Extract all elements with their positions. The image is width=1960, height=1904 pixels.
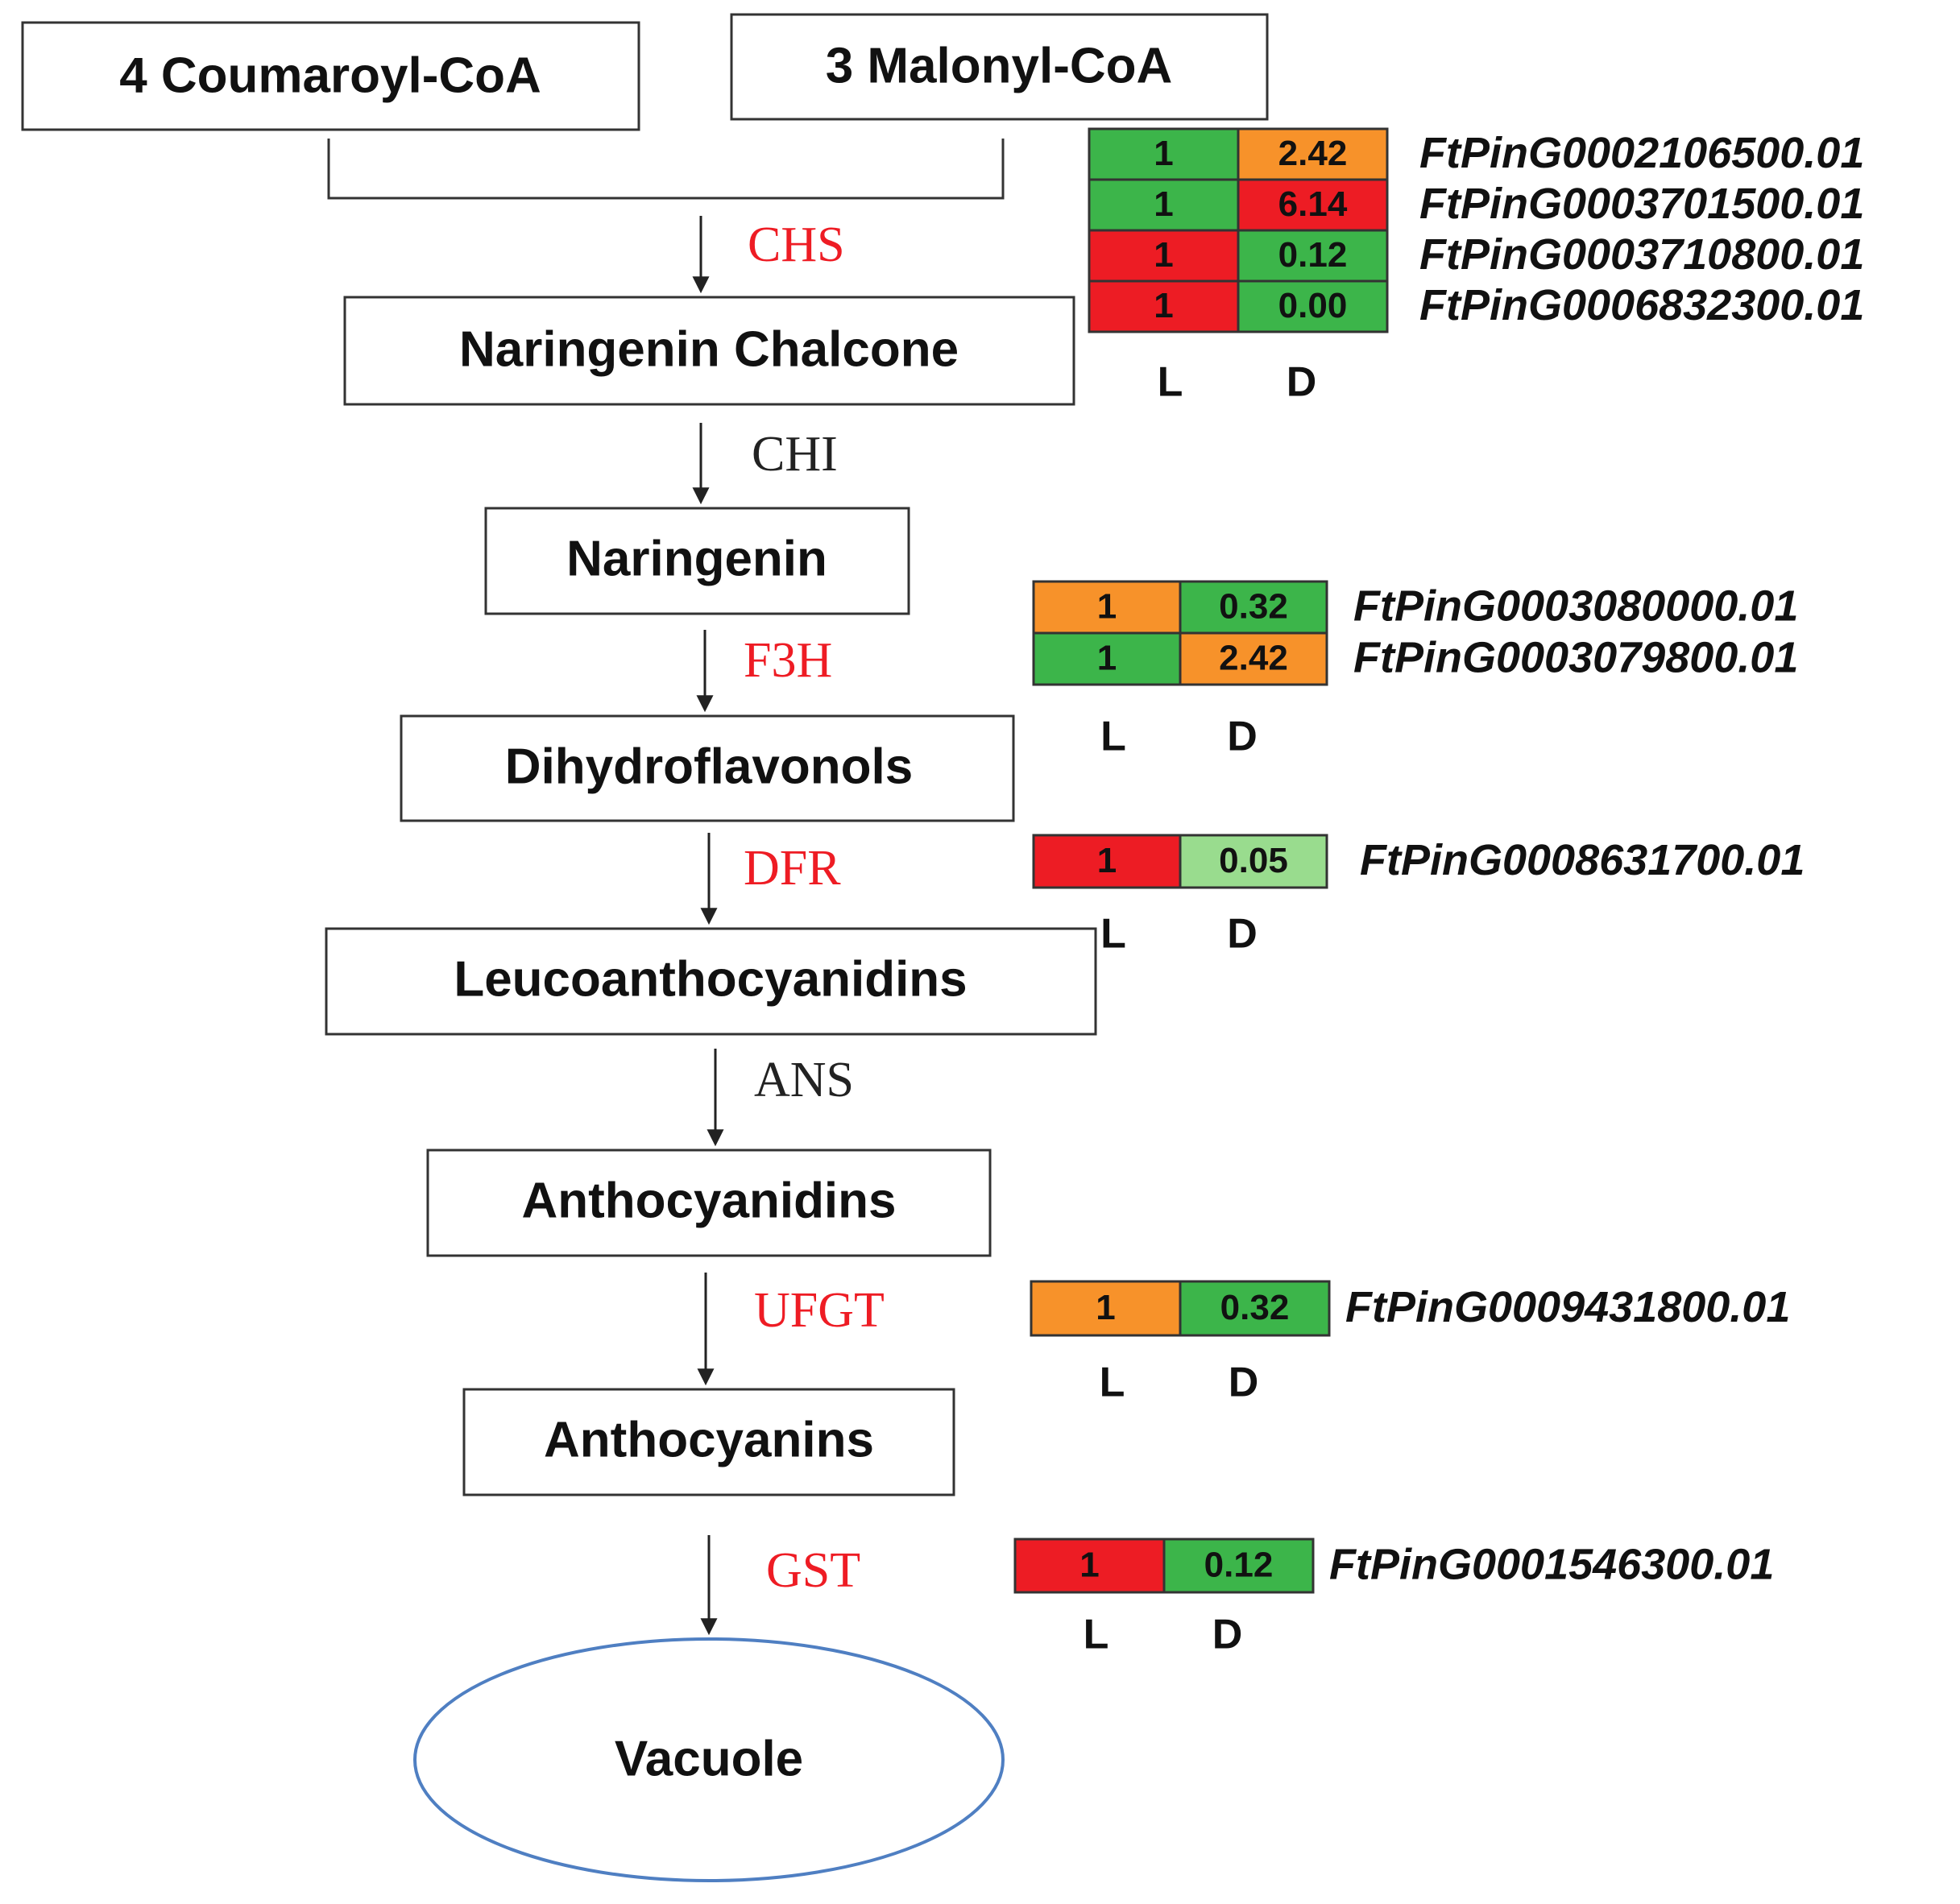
heatmap-cell-d: [1179, 631, 1328, 686]
heatmap-value-l: 1: [1097, 841, 1117, 880]
column-label-l: L: [1100, 1360, 1125, 1406]
column-label-l: L: [1100, 911, 1126, 958]
heatmap-value-d: 2.42: [1278, 134, 1348, 173]
compound-coumaroyl-coa: 4 Coumaroyl-CoA: [21, 21, 640, 131]
compound-dihydroflavonols: Dihydroflavonols: [400, 714, 1015, 822]
column-label-d: D: [1229, 1360, 1259, 1406]
compound-label: Leucoanthocyanidins: [454, 951, 967, 1007]
heatmap-row: 1 0.12 FtPinG0003710800.01: [1088, 229, 1864, 283]
heatmap-value-l: 1: [1079, 1546, 1099, 1585]
compound-label: Naringenin: [566, 531, 827, 586]
heatmap-gst: 1 0.12 FtPinG0001546300.01L D: [1013, 1538, 1774, 1658]
column-label-l: L: [1158, 359, 1183, 406]
heatmap-cell-d: [1162, 1538, 1315, 1594]
heatmap-value-l: 1: [1097, 639, 1117, 678]
gene-id-label: FtPinG0003079800.01: [1353, 633, 1798, 681]
gene-id-label: FtPinG0002106500.01: [1419, 129, 1864, 177]
gene-id-label: FtPinG0003080000.01: [1353, 582, 1798, 630]
heatmap-row: 1 0.00 FtPinG0006832300.01: [1088, 279, 1864, 333]
enzyme-label-chi: CHI: [752, 427, 838, 482]
heatmap-row: 1 0.32 FtPinG0009431800.01: [1030, 1280, 1790, 1337]
heatmap-value-d: 6.14: [1278, 184, 1348, 224]
heatmap-cell-l: [1088, 279, 1240, 333]
enzyme-label-ufgt: UFGT: [754, 1283, 885, 1338]
heatmap-row: 1 0.05 FtPinG0008631700.01: [1032, 834, 1805, 889]
enzyme-label-f3h: F3H: [744, 633, 832, 688]
column-label-l: L: [1084, 1612, 1109, 1658]
heatmap-cell-l: [1013, 1538, 1166, 1594]
heatmap-value-l: 1: [1154, 235, 1173, 275]
heatmap-cell-l: [1032, 834, 1182, 889]
heatmap-row: 1 0.12 FtPinG0001546300.01: [1013, 1538, 1774, 1594]
heatmap-row: 1 2.42 FtPinG0003079800.01: [1032, 631, 1798, 686]
heatmap-value-l: 1: [1097, 587, 1117, 627]
heatmap-value-d: 2.42: [1219, 639, 1288, 678]
gene-id-label: FtPinG0003701500.01: [1419, 180, 1864, 228]
heatmap-cell-d: [1237, 279, 1389, 333]
heatmap-cell-d: [1237, 229, 1389, 283]
heatmap-value-d: 0.12: [1204, 1546, 1274, 1585]
column-label-d: D: [1287, 359, 1317, 406]
heatmap-cell-d: [1179, 1280, 1331, 1337]
heatmap-value-d: 0.32: [1220, 1288, 1290, 1327]
gene-id-label: FtPinG0003710800.01: [1419, 230, 1864, 279]
enzyme-label-chs: CHS: [748, 217, 845, 272]
merge-bracket: [327, 139, 1005, 200]
heatmap-value-d: 0.12: [1278, 235, 1348, 275]
compound-label: Dihydroflavonols: [505, 739, 913, 794]
compound-label: 3 Malonyl-CoA: [826, 38, 1173, 93]
heatmap-row: 1 6.14 FtPinG0003701500.01: [1088, 178, 1864, 232]
heatmap-cell-d: [1179, 580, 1328, 635]
heatmap-value-d: 0.00: [1278, 286, 1348, 325]
compound-naringenin: Naringenin: [484, 507, 910, 615]
compound-label: Anthocyanins: [544, 1412, 874, 1467]
column-label-d: D: [1227, 714, 1258, 760]
compound-anthocyanins: Anthocyanins: [462, 1388, 955, 1496]
heatmap-cell-l: [1032, 631, 1182, 686]
compound-naringenin-chalcone: Naringenin Chalcone: [343, 296, 1075, 406]
gene-id-label: FtPinG0008631700.01: [1360, 836, 1805, 884]
vacuole-label: Vacuole: [615, 1731, 803, 1786]
compound-leucoanthocyanidins: Leucoanthocyanidins: [325, 927, 1097, 1036]
enzyme-label-ans: ANS: [754, 1053, 854, 1107]
gene-id-label: FtPinG0006832300.01: [1419, 281, 1864, 329]
compound-malonyl-coa: 3 Malonyl-CoA: [730, 13, 1269, 121]
gene-id-label: FtPinG0009431800.01: [1345, 1283, 1790, 1331]
compound-label: Naringenin Chalcone: [459, 321, 959, 377]
heatmap-ufgt: 1 0.32 FtPinG0009431800.01L D: [1030, 1280, 1790, 1406]
column-label-d: D: [1227, 911, 1258, 958]
heatmap-value-d: 0.32: [1219, 587, 1288, 627]
heatmap-row: 1 2.42 FtPinG0002106500.01: [1088, 127, 1864, 181]
heatmap-cell-l: [1088, 127, 1240, 181]
heatmap-value-l: 1: [1154, 134, 1173, 173]
heatmap-value-l: 1: [1096, 1288, 1115, 1327]
heatmap-dfr: 1 0.05 FtPinG0008631700.01L D: [1032, 834, 1805, 958]
compound-label: Anthocyanidins: [521, 1173, 896, 1228]
column-label-d: D: [1212, 1612, 1243, 1658]
heatmap-row: 1 0.32 FtPinG0003080000.01: [1032, 580, 1798, 635]
compound-anthocyanidins: Anthocyanidins: [426, 1149, 992, 1257]
vacuole: Vacuole: [413, 1637, 1005, 1882]
gene-id-label: FtPinG0001546300.01: [1329, 1540, 1774, 1588]
heatmap-value-l: 1: [1154, 184, 1173, 224]
heatmap-value-l: 1: [1154, 286, 1173, 325]
heatmap-value-d: 0.05: [1219, 841, 1288, 880]
heatmap-cell-d: [1179, 834, 1328, 889]
compound-label: 4 Coumaroyl-CoA: [119, 48, 541, 103]
enzyme-label-gst: GST: [766, 1543, 860, 1598]
heatmap-cell-d: [1237, 178, 1389, 232]
heatmap-f3h: 1 0.32 FtPinG0003080000.01 1 2.42 FtPinG00030…: [1032, 580, 1798, 760]
heatmap-cell-d: [1237, 127, 1389, 181]
column-label-l: L: [1100, 714, 1126, 760]
enzyme-label-dfr: DFR: [744, 841, 841, 896]
